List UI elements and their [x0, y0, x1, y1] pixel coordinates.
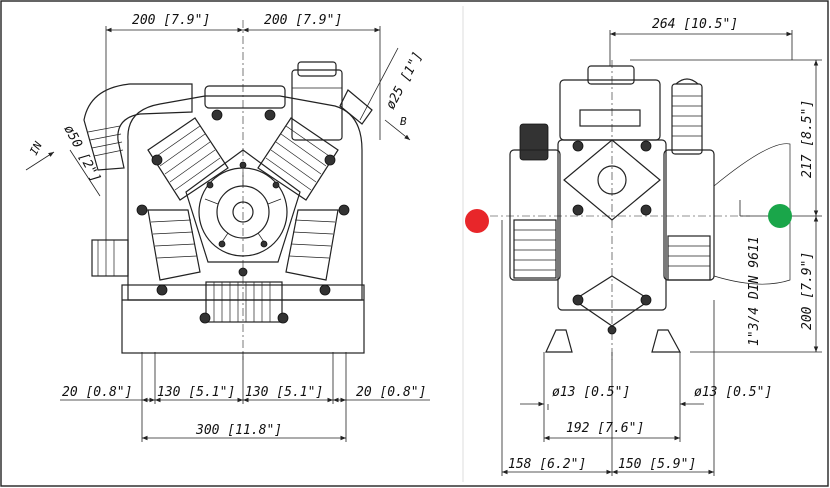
- dim-front-inlet-dia: ø50 [2"]: [60, 123, 103, 185]
- front-outlet-leader: [359, 47, 399, 121]
- dim-side-base-right: 150 [5.9"]: [618, 457, 696, 472]
- dim-front-top-left: 200 [7.9"]: [132, 13, 210, 28]
- dim-front-half-right: 130 [5.1"]: [245, 385, 323, 400]
- front-hub-inner: [232, 201, 254, 223]
- side-bolts: [572, 140, 652, 335]
- side-left-leg: [545, 329, 573, 353]
- side-left-flange: [509, 149, 561, 281]
- side-top-dims: [609, 30, 793, 66]
- side-left-coil: [513, 219, 557, 279]
- front-fins-upper-right: [257, 117, 339, 201]
- front-outlet-body: [291, 69, 343, 141]
- label-inlet: IN: [27, 139, 45, 157]
- front-fins-upper-left: [147, 117, 229, 201]
- dim-side-hole-right: ø13 [0.5"]: [694, 385, 772, 400]
- green-marker[interactable]: [768, 204, 792, 228]
- front-top-dims: [105, 26, 381, 240]
- side-left-valve: [519, 123, 549, 161]
- dim-front-foot-left: 20 [0.8"]: [62, 385, 132, 400]
- front-left-fitting: [91, 239, 129, 277]
- front-manifold: [204, 85, 286, 109]
- side-diamond-center: [597, 165, 627, 195]
- side-diamond-plate: [563, 139, 661, 221]
- front-inlet-leader: [69, 149, 101, 197]
- front-bottom-dims: [60, 352, 430, 442]
- front-view: 200 [7.9"] 200 [7.9"] ø25 [1"] B ø50 [2"…: [25, 13, 430, 442]
- front-right-fitting: [339, 89, 373, 125]
- side-top-boss: [587, 65, 635, 85]
- front-fins-bottom: [205, 281, 283, 323]
- front-inlet-elbow: [83, 83, 193, 171]
- front-housing: [127, 95, 363, 301]
- side-right-flange: [663, 149, 715, 281]
- dim-side-base-left: 158 [6.2"]: [508, 457, 586, 472]
- side-view: 264 [10.5"] 217 [8.5"] 200 [7.9"] 1"3/4 …: [465, 17, 822, 476]
- side-right-coil: [667, 235, 711, 281]
- front-inlet-ribs: [87, 125, 124, 157]
- dim-side-hole-left: ø13 [0.5"]: [552, 385, 630, 400]
- front-outlet-arrow: [384, 119, 411, 141]
- front-inlet-arrow: [25, 151, 55, 171]
- front-outlet-cap: [297, 61, 337, 77]
- dim-front-overall: 300 [11.8"]: [195, 423, 282, 438]
- side-label-plate: [579, 109, 641, 127]
- side-right-spring: [671, 78, 703, 155]
- red-marker[interactable]: [465, 209, 489, 233]
- front-fins-lower-right: [285, 209, 339, 281]
- side-bottom-dims: [501, 220, 715, 476]
- dim-side-shaft: 1"3/4 DIN 9611: [747, 236, 762, 346]
- dim-side-top-width: 264 [10.5"]: [652, 17, 738, 32]
- front-bolts: [136, 109, 350, 324]
- dim-front-outlet-dia: ø25 [1"]: [383, 50, 426, 112]
- side-right-leg: [651, 329, 682, 353]
- dim-side-hole-spacing: 192 [7.6"]: [566, 421, 644, 436]
- dim-front-foot-right: 20 [0.8"]: [356, 385, 426, 400]
- side-vertical-dims: [630, 59, 822, 353]
- dim-front-half-left: 130 [5.1"]: [157, 385, 235, 400]
- side-shaft-outline: [713, 143, 791, 285]
- front-fins-lower-left: [147, 209, 201, 281]
- dim-side-upper-height: 217 [8.5"]: [800, 100, 815, 178]
- dim-front-top-right: 200 [7.9"]: [264, 13, 342, 28]
- front-pentagon: [185, 149, 301, 263]
- label-outlet: B: [400, 115, 407, 128]
- front-left-fitting-ribs: [97, 240, 115, 276]
- dim-side-lower-height: 200 [7.9"]: [800, 252, 815, 330]
